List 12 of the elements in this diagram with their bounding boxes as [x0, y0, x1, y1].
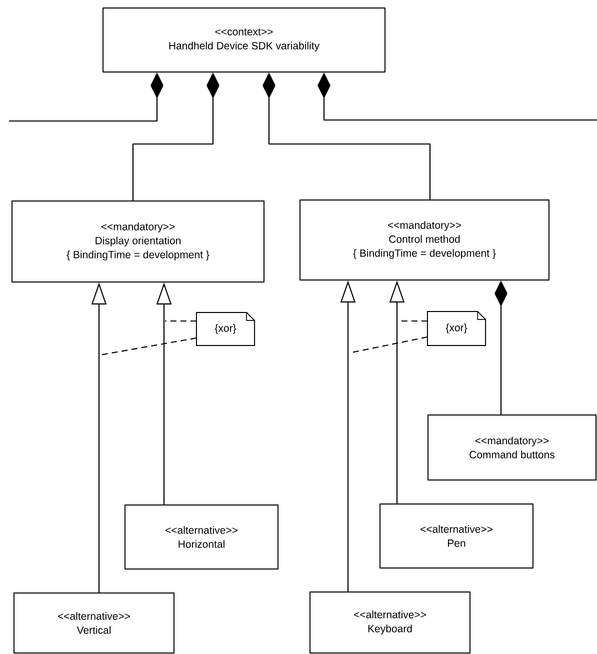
dashed-line	[165, 320, 196, 322]
class-box: <<mandatory>> Command buttons	[428, 414, 596, 480]
class-box: <<alternative>> Horizontal	[124, 504, 278, 570]
note-box: {xor}	[196, 312, 256, 346]
dashed-line	[100, 337, 197, 356]
note-box: {xor}	[426, 310, 486, 346]
class-box: <<context>> Handheld Device SDK variability	[102, 8, 386, 72]
class-box: <<alternative>> Keyboard	[310, 592, 470, 654]
class-box: <<alternative>> Vertical	[14, 592, 174, 654]
class-box: <<mandatory>> Display orientation { BindingTime = development }	[12, 200, 264, 282]
class-box: <<mandatory>> Control method { BindingTime = development }	[300, 200, 550, 280]
class-box: <<alternative>> Pen	[380, 504, 534, 568]
